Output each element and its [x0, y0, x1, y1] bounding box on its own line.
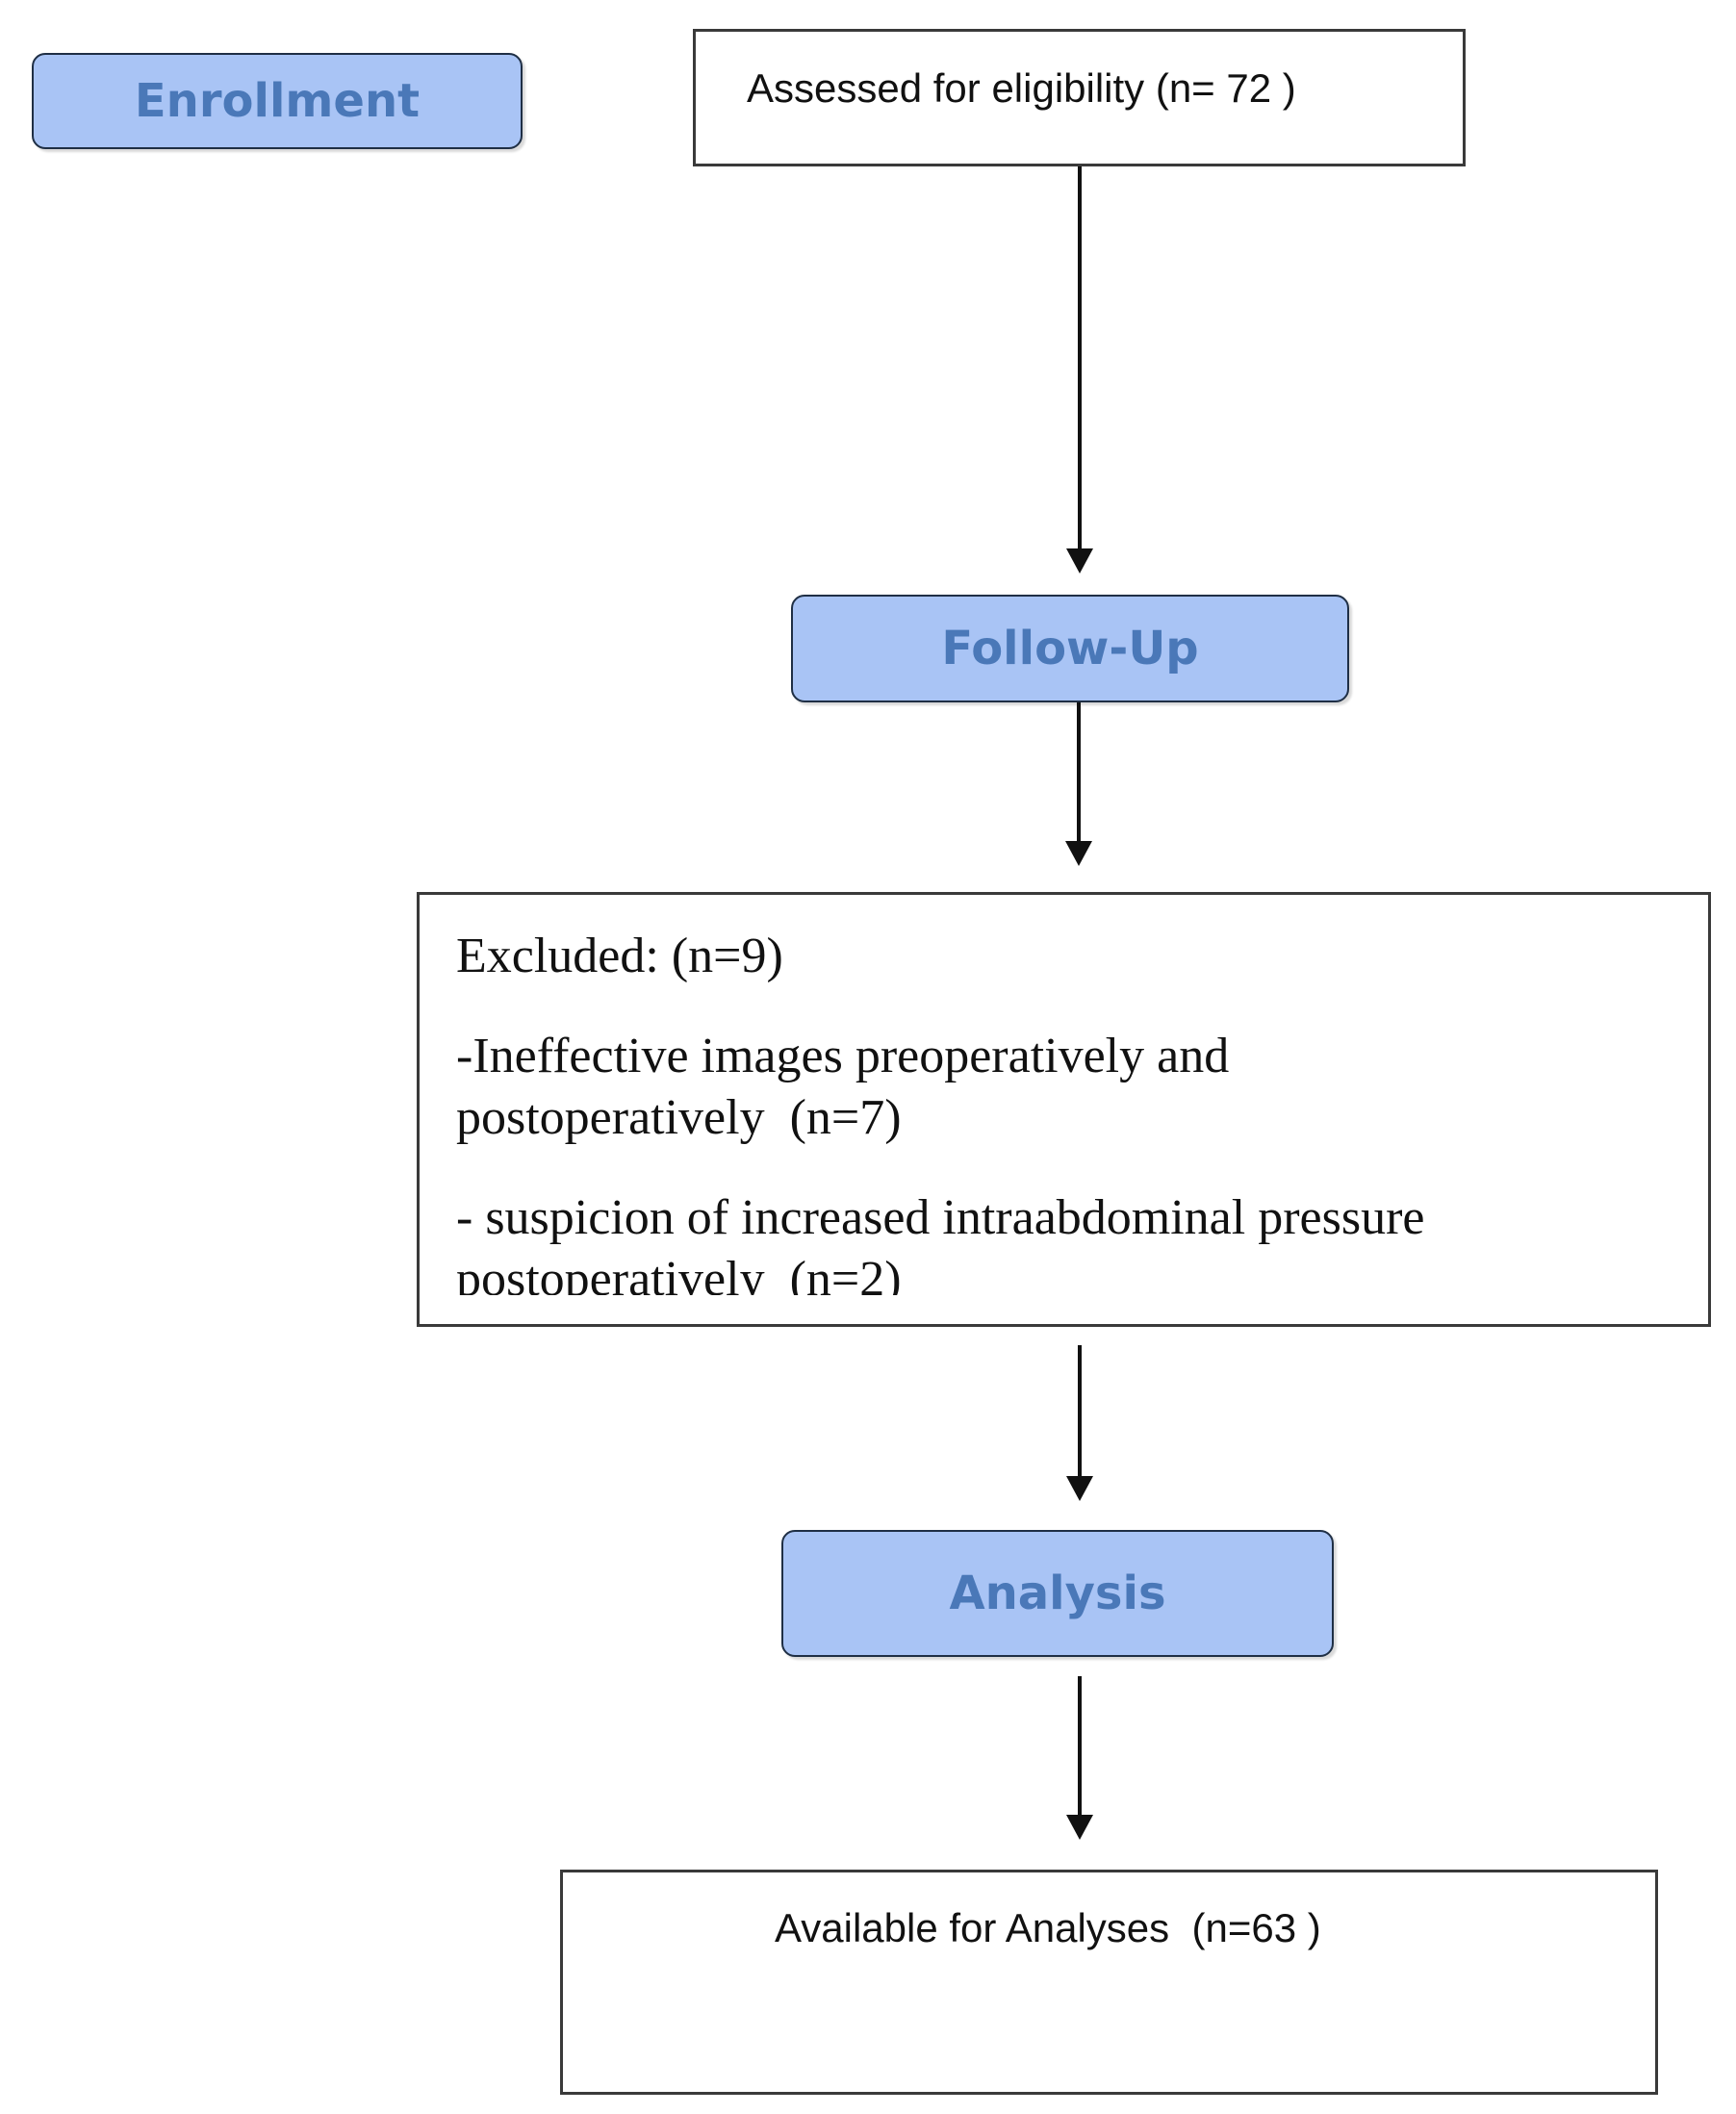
excluded-reason-2-line-1: - suspicion of increased intraabdominal … [456, 1190, 1425, 1245]
available-text: Available for Analyses (n=63 ) [775, 1905, 1321, 1950]
excluded-reason-1-line-1: -Ineffective images preoperatively and [456, 1029, 1230, 1083]
follow-up-stage-text: Follow-Up [941, 622, 1199, 675]
analysis-stage-text: Analysis [949, 1566, 1166, 1620]
arrow-3-head [1066, 1476, 1093, 1501]
excluded-reason-2-line-2: postoperatively (n=2) [456, 1252, 902, 1295]
arrow-2-head [1065, 841, 1092, 866]
assessed-text: Assessed for eligibility (n= 72 ) [747, 65, 1296, 111]
excluded-box [417, 892, 1711, 1327]
analysis-stage-label: Analysis [781, 1530, 1334, 1657]
arrow-1-head [1066, 548, 1093, 573]
enrollment-stage-label: Enrollment [32, 53, 523, 149]
available-box [560, 1870, 1658, 2095]
arrow-4-head [1066, 1815, 1093, 1840]
follow-up-stage-label: Follow-Up [791, 595, 1349, 702]
assessed-box [693, 29, 1466, 166]
excluded-reason-1-line-2: postoperatively (n=7) [456, 1090, 902, 1145]
excluded-heading: Excluded: (n=9) [456, 929, 783, 983]
excluded-reason-2-line-2-clip: postoperatively (n=2) [456, 1249, 1688, 1295]
enrollment-stage-text: Enrollment [134, 74, 421, 128]
